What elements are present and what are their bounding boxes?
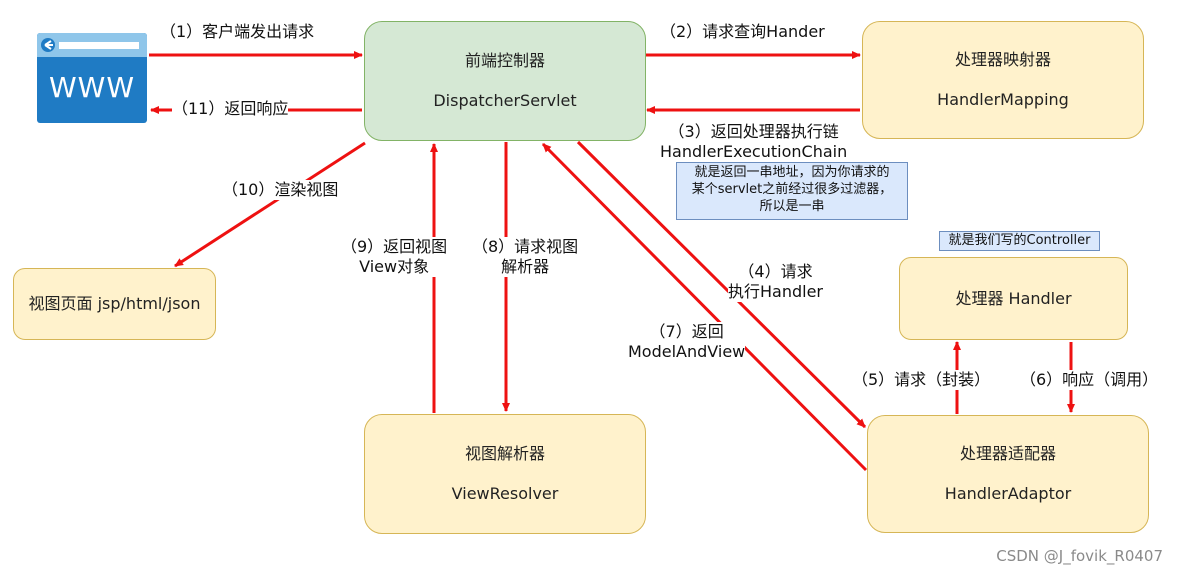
chain-note-line-1: 就是返回一串地址，因为你请求的 (694, 165, 890, 180)
arrow-step-7 (541, 142, 868, 472)
browser-icon: WWW (37, 33, 147, 123)
step-10-label: （10）渲染视图 (222, 180, 339, 200)
view-resolver-subtitle: ViewResolver (451, 484, 559, 503)
handler-node: 处理器 Handler (899, 257, 1128, 340)
step-7-line-2: ModelAndView (628, 342, 746, 361)
view-page-node: 视图页面 jsp/html/json (13, 268, 216, 340)
step-2-label: （2）请求查询Hander (660, 22, 825, 42)
arrow-step-4 (576, 140, 867, 429)
view-resolver-node: 视图解析器 ViewResolver (364, 414, 646, 534)
step-7-line-1: （7）返回 (649, 322, 724, 341)
step-8-line-2: 解析器 (501, 257, 550, 276)
dispatcher-servlet-node: 前端控制器 DispatcherServlet (364, 21, 646, 141)
step-4-label: （4）请求 执行Handler (728, 262, 824, 302)
step-5-label: （5）请求（封装） (852, 370, 991, 390)
arrow-step-10 (174, 141, 366, 268)
controller-note: 就是我们写的Controller (939, 231, 1100, 251)
step-9-line-1: （9）返回视图 (341, 237, 448, 256)
browser-www-text: WWW (48, 71, 136, 104)
step-4-line-1: （4）请求 (738, 262, 813, 281)
handler-mapping-subtitle: HandlerMapping (937, 90, 1069, 109)
step-9-line-2: View对象 (359, 257, 430, 276)
handler-mapping-node: 处理器映射器 HandlerMapping (862, 21, 1144, 139)
handler-adaptor-node: 处理器适配器 HandlerAdaptor (867, 415, 1149, 533)
step-3-line-2: HandlerExecutionChain (660, 142, 848, 161)
step-3-line-1: （3）返回处理器执行链 (668, 122, 839, 141)
handler-mapping-title: 处理器映射器 (954, 50, 1051, 69)
handler-title: 处理器 Handler (955, 288, 1072, 308)
chain-note-line-3: 所以是一串 (759, 198, 825, 214)
dispatcher-title: 前端控制器 (464, 51, 545, 70)
step-1-label: （1）客户端发出请求 (160, 22, 315, 42)
step-9-label: （9）返回视图 View对象 (341, 237, 448, 277)
step-11-label: （11）返回响应 (172, 99, 289, 119)
watermark: CSDN @J_fovik_R0407 (996, 547, 1163, 565)
step-8-line-1: （8）请求视图 (472, 237, 579, 256)
step-3-label: （3）返回处理器执行链 HandlerExecutionChain (660, 122, 848, 162)
step-7-label: （7）返回 ModelAndView (628, 322, 746, 362)
handler-adaptor-subtitle: HandlerAdaptor (944, 484, 1072, 503)
view-resolver-title: 视图解析器 (464, 444, 545, 463)
step-4-line-2: 执行Handler (728, 282, 824, 301)
chain-note: 就是返回一串地址，因为你请求的 某个servlet之前经过很多过滤器， 所以是一… (676, 162, 908, 220)
handler-adaptor-title: 处理器适配器 (959, 444, 1056, 463)
chain-note-line-2: 某个servlet之前经过很多过滤器， (691, 181, 893, 197)
step-6-label: （6）响应（调用） (1020, 370, 1159, 390)
view-page-title: 视图页面 jsp/html/json (28, 294, 201, 313)
step-8-label: （8）请求视图 解析器 (472, 237, 579, 277)
dispatcher-subtitle: DispatcherServlet (433, 91, 577, 110)
